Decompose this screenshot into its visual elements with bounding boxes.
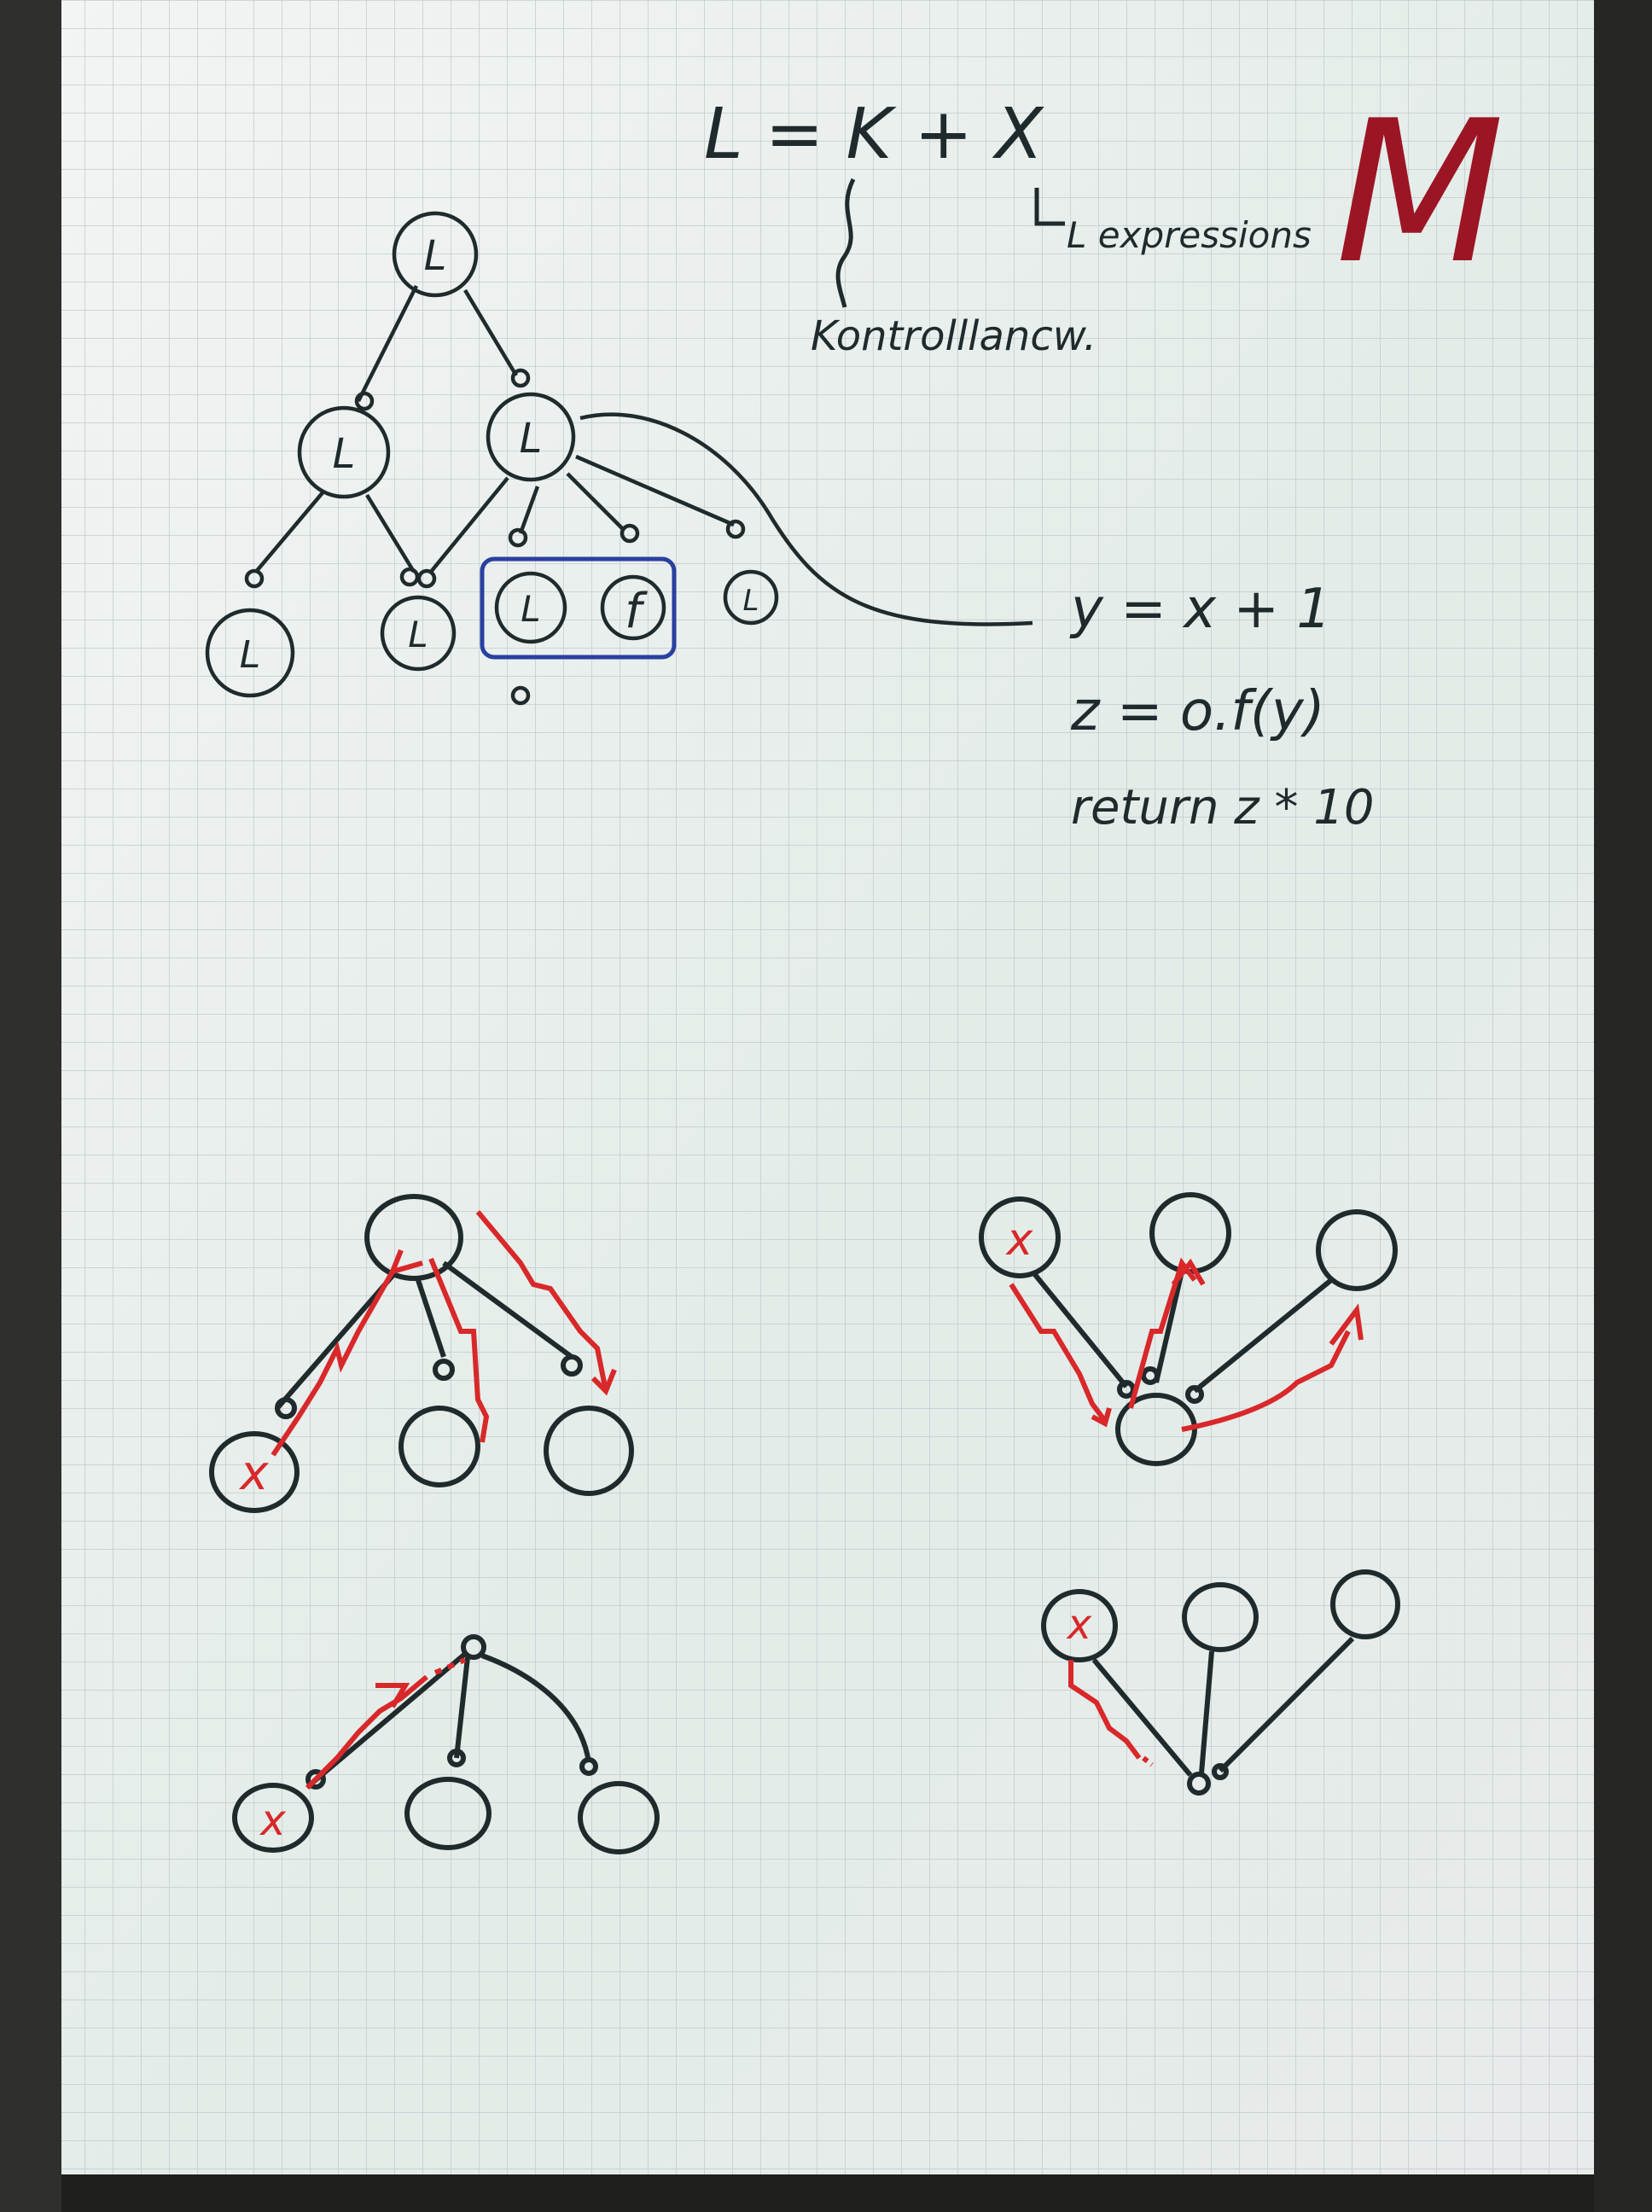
- tree-labels: L L L L L L f L: [240, 232, 759, 677]
- curve-to-code: [579, 412, 1033, 626]
- tree-leaf-5: [723, 569, 779, 626]
- code-block: y = x + 1 z = o.f(y) return z * 10: [1069, 578, 1375, 835]
- diagram-c-marker: x: [259, 1796, 286, 1845]
- diagram-b-marker: x: [1005, 1214, 1034, 1266]
- leaf-3-label: L: [521, 588, 540, 630]
- grid-lines: [61, 0, 1594, 2174]
- board-frame-left: [0, 0, 61, 2212]
- expression-label: L expressions: [1067, 214, 1312, 256]
- diagram-d-marker: x: [1066, 1601, 1092, 1649]
- diagram-a-marker: x: [238, 1446, 269, 1501]
- expression-hook: [1034, 188, 1065, 226]
- syntax-tree: [205, 211, 1033, 706]
- right-node-label: L: [520, 415, 543, 463]
- board-frame-right: [1594, 0, 1652, 2212]
- code-line-3: return z * 10: [1071, 780, 1375, 835]
- tree-leaf-2: [380, 595, 457, 672]
- leaf-5-label: L: [743, 584, 759, 618]
- selection-box: [480, 556, 677, 660]
- control-label: Kontrolllancw.: [811, 312, 1096, 360]
- tree-leaf-1: [205, 608, 295, 698]
- tree-leaf-function: [600, 574, 666, 641]
- code-line-2: z = o.f(y): [1070, 680, 1325, 743]
- tree-right-node: [486, 392, 576, 482]
- tree-root-node: [392, 211, 479, 298]
- logo-mark: M: [1335, 79, 1504, 307]
- board-frame-bottom: [61, 2174, 1594, 2212]
- root-node-label: L: [424, 232, 447, 280]
- diagram-c: x: [232, 1634, 660, 1854]
- tree-leaf-3: [494, 571, 567, 644]
- leaf-1-label: L: [240, 633, 261, 677]
- diagram-b: x: [979, 1192, 1398, 1466]
- brace-under-L: [835, 178, 856, 308]
- leaf-2-label: L: [408, 614, 428, 655]
- code-line-1: y = x + 1: [1069, 578, 1331, 641]
- tree-left-node: [297, 405, 391, 499]
- left-node-label: L: [333, 430, 356, 478]
- diagram-a: x: [209, 1194, 634, 1513]
- diagram-d: x: [1041, 1569, 1400, 1796]
- equation-text: L = K + X: [704, 94, 1044, 175]
